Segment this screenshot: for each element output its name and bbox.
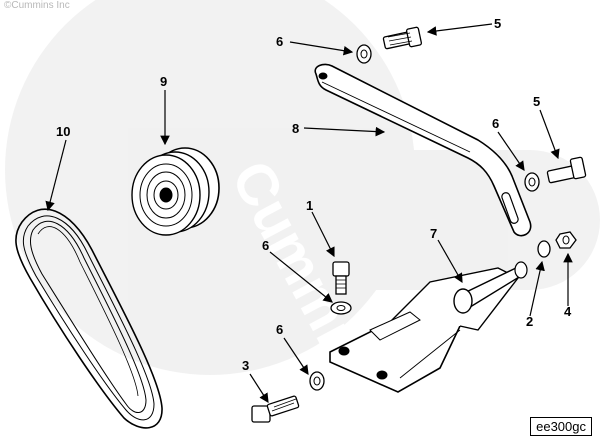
belt	[15, 208, 163, 429]
washer	[309, 44, 540, 391]
callout-6-right: 6	[492, 116, 499, 131]
callout-8: 8	[292, 121, 299, 136]
callout-6-top: 6	[276, 34, 283, 49]
capscrew-right	[546, 156, 587, 184]
callout-7: 7	[430, 226, 437, 241]
callout-5-right: 5	[533, 94, 540, 109]
callout-4: 4	[564, 304, 572, 319]
capscrew-center	[332, 261, 350, 295]
callout-5-top: 5	[494, 16, 501, 31]
callout-arrows	[45, 23, 573, 404]
capscrew-bottom	[251, 395, 300, 423]
callout-9: 9	[160, 74, 167, 89]
callout-3: 3	[242, 358, 249, 373]
lock-washer	[537, 240, 551, 258]
callout-6-bottom: 6	[276, 322, 283, 337]
callout-6-center: 6	[262, 238, 269, 253]
copyright-notice: ©Cummins Inc	[4, 0, 70, 11]
callout-2: 2	[526, 314, 533, 329]
capscrew-top	[382, 26, 423, 50]
adjusting-link	[314, 63, 532, 237]
callout-10: 10	[56, 124, 70, 139]
callout-1: 1	[306, 198, 313, 213]
figure-id-label: ee300gc	[530, 417, 592, 436]
bracket	[329, 261, 528, 393]
nut	[555, 231, 577, 249]
pulley	[131, 147, 220, 236]
callout-labels: 1 2 3 4 5 5 6 6 6 6 7 8 9 10	[56, 16, 572, 373]
